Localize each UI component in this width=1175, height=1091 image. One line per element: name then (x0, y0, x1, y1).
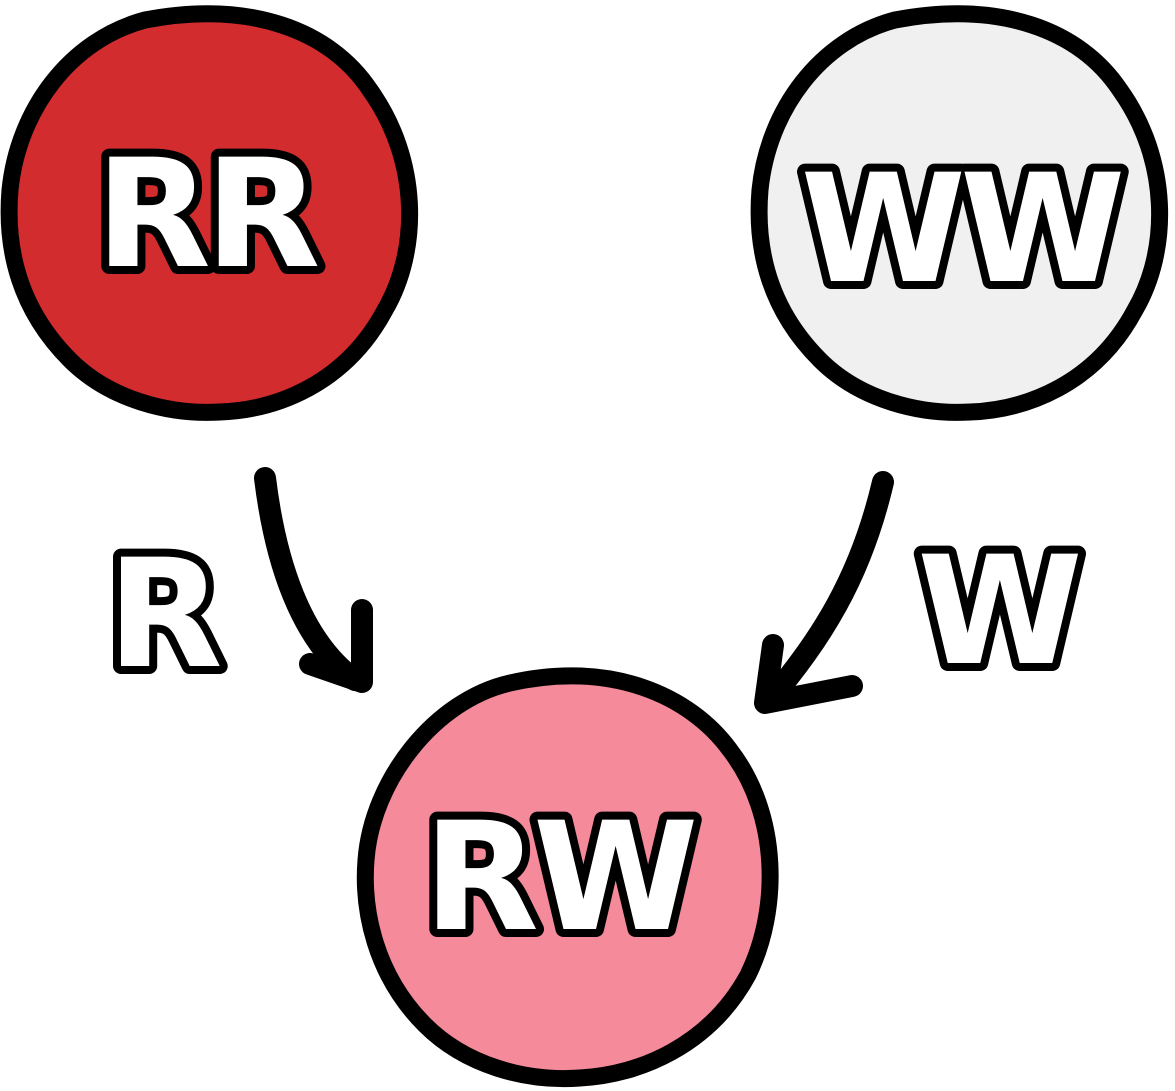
node-ww-circle (750, 5, 1169, 421)
edge-rr-to-rw-arrowhead (299, 599, 373, 693)
edge-rr-to-rw-label: R (107, 528, 223, 702)
edge-ww-to-rw: W (754, 471, 1091, 714)
edge-ww-to-rw-shaft (759, 471, 894, 711)
edge-rr-to-rw: R (99, 467, 373, 710)
edge-rr-to-rw-shaft (254, 467, 366, 691)
edge-ww-to-rw-arrowhead (754, 634, 863, 714)
node-rw-circle (356, 667, 779, 1088)
node-ww-label: WW (801, 143, 1121, 317)
node-rw: RW (356, 667, 779, 1088)
node-ww: WW (750, 5, 1169, 421)
edge-ww-to-rw-label: W (917, 525, 1082, 699)
node-rr: RR (0, 5, 419, 421)
node-rw-label: RW (424, 791, 695, 965)
node-rr-circle (0, 5, 419, 421)
node-rr-label: RR (95, 128, 318, 302)
